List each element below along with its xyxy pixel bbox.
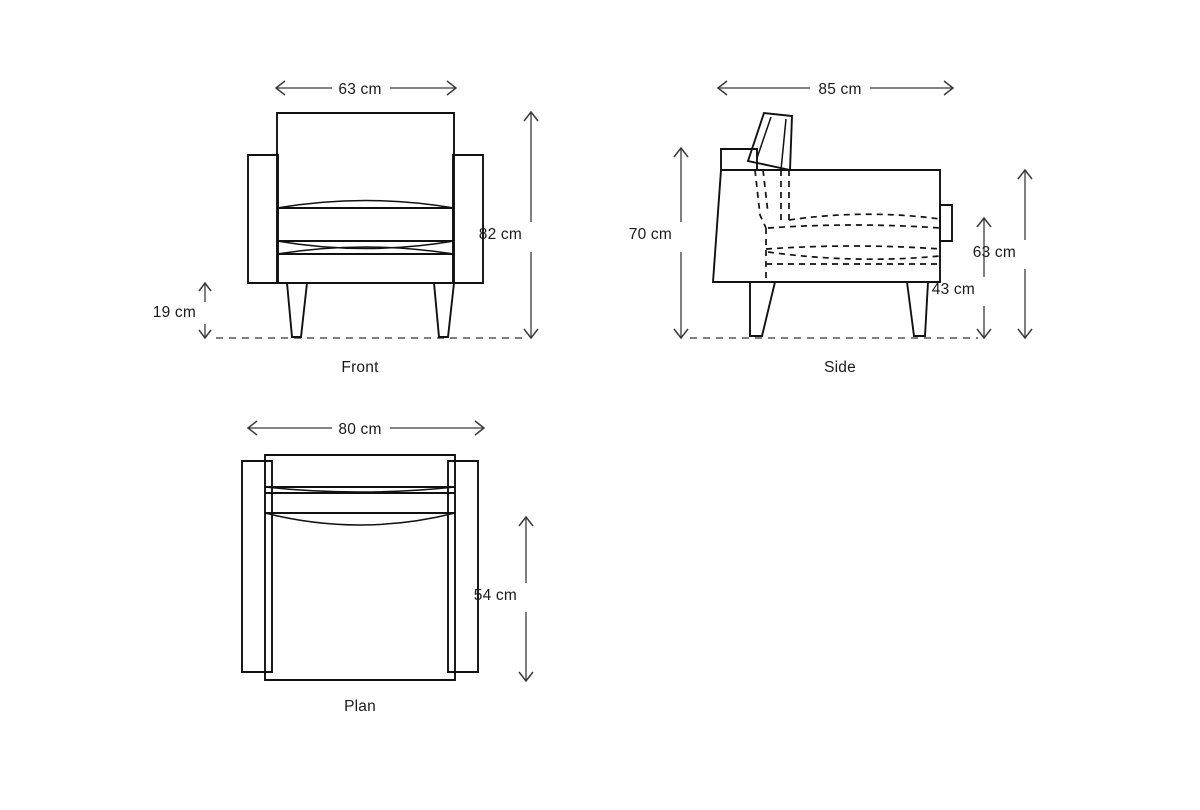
arrow-right-icon bbox=[446, 80, 458, 96]
side-hidden-back-edge-b bbox=[762, 169, 769, 214]
arrow-up-icon bbox=[976, 216, 992, 228]
side-seat-height-dimension: 43 cm bbox=[932, 216, 992, 340]
arrow-up-icon bbox=[523, 110, 539, 122]
arrow-down-icon bbox=[976, 328, 992, 340]
side-hidden-cushion-lower-mid bbox=[765, 245, 941, 250]
arrow-left-icon bbox=[246, 420, 258, 436]
view-plan: 80 cm 54 cm Plan bbox=[241, 420, 534, 715]
arrow-right-icon bbox=[943, 80, 955, 96]
front-leg-height-dimension: 19 cm bbox=[153, 281, 212, 340]
plan-width-dimension: 80 cm bbox=[246, 420, 486, 438]
view-front: 63 cm 82 cm 19 cm Front bbox=[153, 80, 539, 376]
plan-right-arm bbox=[447, 460, 479, 673]
plan-left-arm bbox=[241, 460, 273, 673]
side-depth-dimension: 85 cm bbox=[716, 80, 955, 98]
arrow-up-icon bbox=[518, 515, 534, 527]
side-hidden-cushion-top bbox=[788, 213, 941, 221]
side-back-height-dimension: 70 cm bbox=[629, 146, 689, 340]
front-width-dimension: 63 cm bbox=[274, 80, 458, 98]
plan-width-label: 80 cm bbox=[338, 421, 381, 438]
arrow-down-icon bbox=[518, 671, 534, 683]
arrow-left-icon bbox=[716, 80, 728, 96]
side-body-outline bbox=[711, 169, 941, 283]
side-depth-label: 85 cm bbox=[818, 81, 861, 98]
front-width-label: 63 cm bbox=[338, 81, 381, 98]
side-arm-height-dimension: 63 cm bbox=[973, 168, 1033, 340]
side-backrest-inner-edge bbox=[756, 116, 772, 159]
front-height-label: 82 cm bbox=[479, 226, 522, 243]
view-label-front: Front bbox=[341, 359, 379, 376]
front-right-leg bbox=[432, 282, 456, 338]
view-label-side: Side bbox=[824, 359, 856, 376]
arrow-right-icon bbox=[474, 420, 486, 436]
front-height-dimension: 82 cm bbox=[479, 110, 539, 340]
side-backrest-panel bbox=[746, 111, 793, 172]
plan-depth-dimension: 54 cm bbox=[474, 515, 534, 683]
arrow-down-icon bbox=[523, 328, 539, 340]
arrow-down-icon bbox=[1017, 328, 1033, 340]
arrow-up-icon bbox=[198, 281, 212, 292]
side-front-leg bbox=[905, 281, 930, 337]
view-label-plan: Plan bbox=[344, 698, 376, 715]
side-back-height-label: 70 cm bbox=[629, 226, 672, 243]
front-back-cushion-curve bbox=[276, 199, 455, 209]
plan-body-outline bbox=[264, 454, 456, 681]
side-hidden-back-edge-a bbox=[754, 169, 767, 229]
side-backrest-inner-edge-2 bbox=[780, 118, 787, 171]
side-arm-height-label: 63 cm bbox=[973, 244, 1016, 261]
plan-depth-label: 54 cm bbox=[474, 587, 517, 604]
side-right-tab bbox=[939, 204, 953, 242]
arrow-down-icon bbox=[198, 329, 212, 340]
front-left-leg bbox=[285, 282, 309, 338]
arrow-up-icon bbox=[673, 146, 689, 158]
side-back-leg bbox=[749, 281, 777, 337]
view-side: 85 cm 70 cm 43 cm 63 cm Side bbox=[629, 80, 1033, 376]
arrow-down-icon bbox=[673, 328, 689, 340]
plan-seat-cushion-curve bbox=[264, 512, 456, 526]
side-seat-height-label: 43 cm bbox=[932, 281, 975, 298]
plan-backrest-curve bbox=[264, 486, 456, 493]
front-seat-cushion-curve-upper bbox=[276, 240, 455, 250]
front-leg-height-label: 19 cm bbox=[153, 304, 196, 321]
arrow-left-icon bbox=[274, 80, 286, 96]
front-seat-cushion-curve-lower bbox=[276, 246, 455, 255]
arrow-up-icon bbox=[1017, 168, 1033, 180]
